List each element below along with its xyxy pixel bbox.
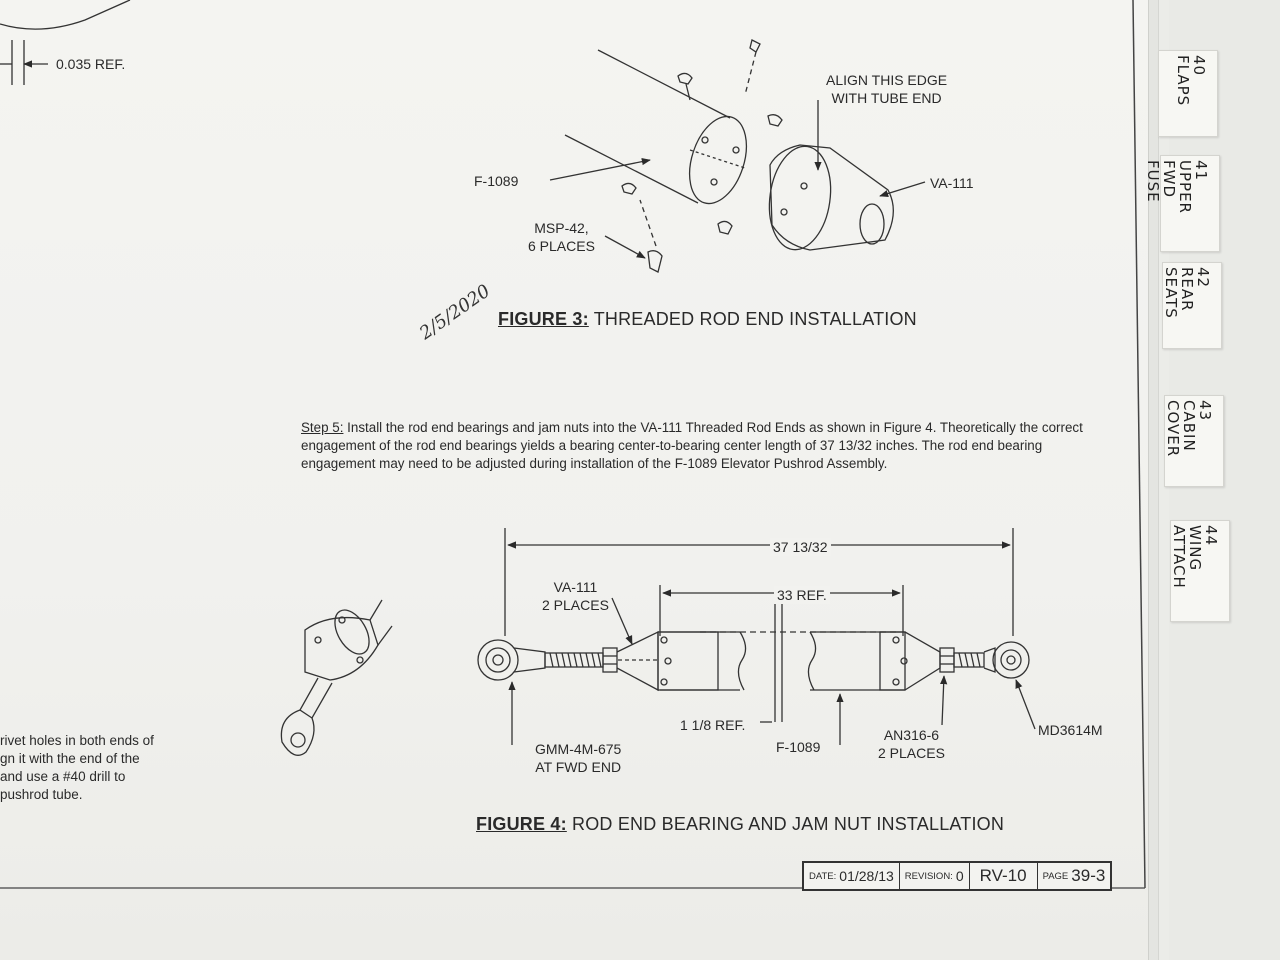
section-tab-42[interactable]: 42 REAR SEATS [1162, 262, 1222, 349]
revision-value: 0 [955, 868, 964, 884]
step5-label: Step 5: [301, 420, 344, 435]
callout-1-1-8-ref: 1 1/8 REF. [680, 717, 746, 733]
model-number: RV-10 [968, 863, 1037, 889]
callout-msp42: MSP-42, 6 PLACES [528, 220, 595, 254]
page-label: PAGE [1042, 870, 1069, 882]
callout-md3614m: MD3614M [1038, 722, 1103, 738]
page-stack-edge [1148, 0, 1159, 960]
title-block-date: DATE:01/28/13 [804, 863, 899, 889]
section-tab-43[interactable]: 43 CABIN COVER [1164, 395, 1224, 487]
manual-page [0, 0, 1148, 960]
page-border-right [1132, 0, 1146, 889]
fragment-line-3: and use a #40 drill to [0, 769, 126, 784]
callout-f1089: F-1089 [474, 173, 519, 189]
figure4-illustration [477, 528, 1036, 745]
tube-length-label: 33 REF. [774, 586, 830, 604]
figure3-caption: THREADED ROD END INSTALLATION [593, 309, 917, 329]
tab-label-43: 43 CABIN COVER [1164, 400, 1214, 458]
callout-va111-2places: VA-111 2 PLACES [542, 579, 609, 613]
step5-paragraph: Step 5: Install the rod end bearings and… [301, 419, 1101, 473]
date-label: DATE: [809, 870, 837, 882]
callout-va111: VA-111 [930, 175, 974, 191]
figure3-number: FIGURE 3: [498, 309, 589, 329]
overall-length-label: 37 13/32 [770, 538, 831, 556]
callout-an316: AN316-6 2 PLACES [878, 727, 945, 761]
tab-label-44: 44 WING ATTACH [1170, 525, 1220, 589]
tab-label-41: 41 UPPER FWD FUSE [1144, 160, 1210, 214]
figure3-illustration [549, 39, 926, 273]
figure4-number: FIGURE 4: [476, 814, 567, 834]
dimension-label-0035: 0.035 REF. [56, 56, 126, 72]
title-block-revision: REVISION:0 [898, 863, 969, 889]
page-number: 39-3 [1071, 866, 1106, 885]
figure3-title: FIGURE 3: THREADED ROD END INSTALLATION [498, 309, 917, 330]
fragment-line-2: gn it with the end of the [0, 751, 140, 766]
tab-label-40: 40 FLAPS [1174, 55, 1208, 107]
handwritten-date: 2/5/2020 [415, 281, 494, 345]
left-fragment-drawing [0, 0, 393, 756]
tab-label-42: 42 REAR SEATS [1162, 267, 1212, 319]
callout-align-edge: ALIGN THIS EDGE WITH TUBE END [826, 72, 948, 106]
date-value: 01/28/13 [839, 868, 894, 884]
figure4-title: FIGURE 4: ROD END BEARING AND JAM NUT IN… [476, 814, 1004, 835]
fragment-line-1: rivet holes in both ends of [0, 733, 154, 748]
revision-label: REVISION: [904, 870, 953, 882]
figure4-caption: ROD END BEARING AND JAM NUT INSTALLATION [572, 814, 1005, 834]
callout-gmm: GMM-4M-675 AT FWD END [535, 741, 622, 775]
callout-f1089-fig4: F-1089 [776, 739, 821, 755]
step5-text: Install the rod end bearings and jam nut… [301, 420, 1083, 471]
section-tab-41[interactable]: 41 UPPER FWD FUSE [1144, 155, 1220, 252]
page-stack-edge [1158, 0, 1169, 960]
section-tab-40[interactable]: 40 FLAPS [1158, 50, 1218, 137]
section-tab-44[interactable]: 44 WING ATTACH [1170, 520, 1230, 622]
fragment-line-4: pushrod tube. [0, 787, 83, 802]
